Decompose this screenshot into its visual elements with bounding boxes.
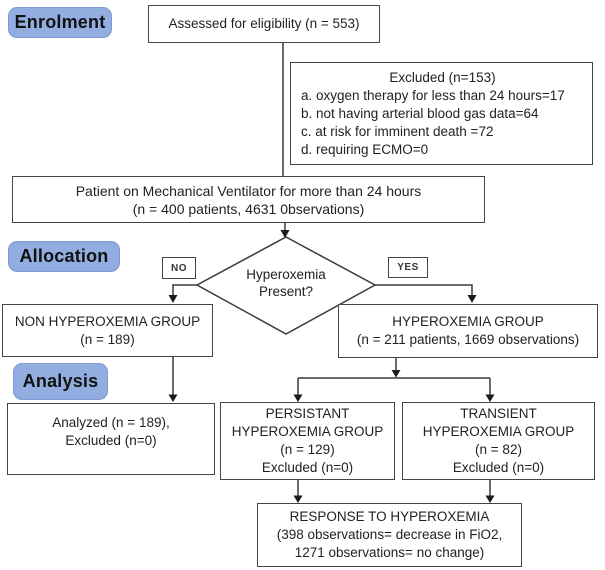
ventilator-line1: Patient on Mechanical Ventilator for mor… [75, 182, 422, 199]
persistant-line3: (n = 129) [280, 442, 335, 457]
stage-label-enrolment: Enrolment [8, 7, 112, 38]
analyzed-line2: Excluded (n=0) [65, 433, 157, 448]
excluded-title: Excluded (n=153) [389, 70, 496, 85]
transient-line4: Excluded (n=0) [452, 460, 545, 475]
analyzed-line1: Analyzed (n = 189), [52, 415, 170, 430]
excluded-item: a. oxygen therapy for less than 24 hours… [301, 88, 565, 103]
branch-label-no: NO [162, 257, 196, 279]
response-line1: RESPONSE TO HYPEROXEMIA [289, 509, 490, 524]
stage-label-analysis: Analysis [13, 363, 108, 400]
ventilator-line2: (n = 400 patients, 4631 0bservations) [132, 200, 365, 217]
stage-label-allocation: Allocation [8, 241, 120, 272]
branch-label-yes: YES [388, 257, 428, 278]
persistant-line2: HYPEROXEMIA GROUP [231, 424, 384, 439]
box-response-to-hyperoxemia: RESPONSE TO HYPEROXEMIA (398 observation… [257, 503, 522, 567]
box-analyzed: Analyzed (n = 189), Excluded (n=0) [7, 403, 215, 475]
response-line3: 1271 observations= no change) [294, 545, 485, 560]
decision-line1: Hyperoxemia [246, 267, 326, 282]
non-group-line2: (n = 189) [80, 331, 135, 347]
hyper-group-line2: (n = 211 patients, 1669 observations) [356, 332, 580, 347]
excluded-item: b. not having arterial blood gas data=64 [301, 106, 539, 121]
box-non-hyperoxemia-group: NON HYPEROXEMIA GROUP (n = 189) [2, 304, 213, 357]
box-transient-hyperoxemia-group: TRANSIENT HYPEROXEMIA GROUP (n = 82) Exc… [402, 402, 595, 480]
transient-line2: HYPEROXEMIA GROUP [422, 424, 575, 439]
decision-diamond: Hyperoxemia Present? [216, 266, 356, 300]
box-assessed-eligibility: Assessed for eligibility (n = 553) [148, 5, 380, 43]
assessed-text: Assessed for eligibility (n = 553) [168, 16, 360, 31]
persistant-line4: Excluded (n=0) [261, 460, 354, 475]
non-group-line1: NON HYPEROXEMIA GROUP [14, 313, 201, 329]
persistant-line1: PERSISTANT [265, 406, 350, 421]
box-hyperoxemia-group: HYPEROXEMIA GROUP (n = 211 patients, 166… [338, 304, 598, 358]
decision-diamond-shape [195, 236, 377, 335]
box-mechanical-ventilator: Patient on Mechanical Ventilator for mor… [12, 176, 485, 223]
transient-line1: TRANSIENT [460, 406, 537, 421]
excluded-item: c. at risk for imminent death =72 [301, 124, 494, 139]
box-excluded: Excluded (n=153) a. oxygen therapy for l… [290, 62, 593, 165]
excluded-item: d. requiring ECMO=0 [301, 142, 429, 157]
hyper-group-line1: HYPEROXEMIA GROUP [392, 314, 544, 329]
decision-line2: Present? [258, 284, 314, 299]
transient-line3: (n = 82) [475, 442, 522, 457]
box-persistant-hyperoxemia-group: PERSISTANT HYPEROXEMIA GROUP (n = 129) E… [220, 402, 395, 480]
response-line2: (398 observations= decrease in FiO2, [276, 527, 503, 542]
